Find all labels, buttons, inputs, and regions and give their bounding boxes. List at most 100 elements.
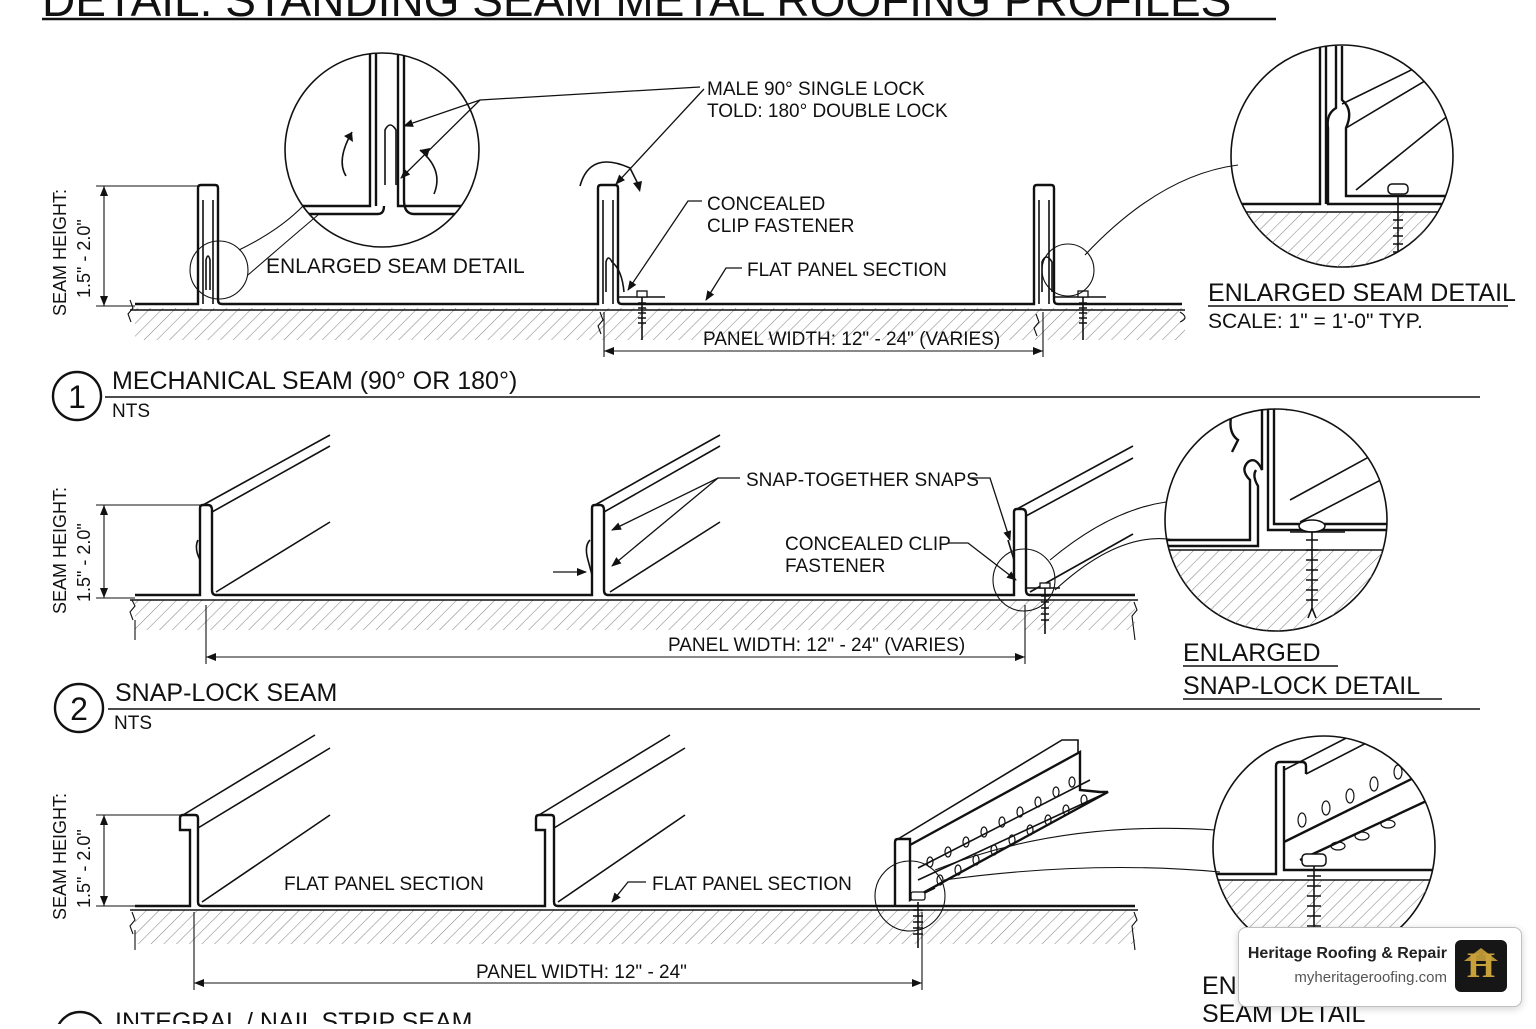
panel-width-dimension: [193, 912, 923, 990]
detail-title-1: EN: [1202, 972, 1237, 1000]
panel-width-dimension: [205, 605, 1026, 664]
brand-logo-letter: H: [1466, 945, 1495, 985]
enlarged-seam-label: ENLARGED SEAM DETAIL: [266, 255, 525, 278]
detail-title-1: ENLARGED: [1183, 639, 1321, 667]
lock-leader: [400, 99, 481, 179]
callout-clip-2: CLIP FASTENER: [707, 216, 854, 237]
break-mark: [1033, 313, 1040, 337]
brand-name: Heritage Roofing & Repair: [1247, 945, 1447, 962]
panel-extrusion: [1016, 445, 1134, 593]
detail-leader: [1084, 164, 1239, 256]
seam-height-dimension: [96, 504, 200, 599]
break-mark: [1131, 601, 1138, 641]
enlarged-detail-contents: [1231, 45, 1453, 267]
rotation-arrow: [344, 132, 353, 142]
snaps-leader: [611, 477, 719, 567]
substrate-hatch: [135, 308, 1185, 340]
callout-flat: FLAT PANEL SECTION: [747, 260, 947, 281]
section-number-circle: [53, 682, 105, 734]
flat-leader: [611, 881, 646, 903]
dim-arrow: [100, 815, 108, 906]
break-mark: [1179, 311, 1186, 323]
lock-leader: [403, 86, 701, 127]
section-number: 2: [70, 691, 88, 727]
screw-head: [910, 891, 926, 901]
section-number: 1: [68, 379, 86, 415]
detail-leader: [934, 827, 1221, 881]
callout-clip-1: CONCEALED: [707, 194, 825, 215]
section-scale: NTS: [112, 401, 150, 422]
enlarged-detail-contents: [1165, 409, 1387, 631]
break-mark: [597, 311, 604, 335]
panel-profile: [135, 503, 1135, 597]
nail-strip-flange: [917, 779, 1109, 881]
seam-highlight-circle: [992, 548, 1056, 612]
seam-inner-fold: [202, 200, 214, 304]
seam-highlight-circle: [1041, 243, 1095, 297]
rotation-arrow: [633, 181, 642, 192]
callout-flat-2: FLAT PANEL SECTION: [652, 874, 852, 895]
panel-extrusion: [182, 734, 331, 903]
strip-screw: [913, 902, 923, 948]
section-2-snap-lock-seam: SEAM HEIGHT: 1.5" - 2.0" SNAP-TOGETHER S…: [50, 408, 1480, 734]
nail-strip: [893, 749, 1109, 906]
detail-leader: [1049, 501, 1176, 591]
seam-height-value: 1.5" - 2.0": [74, 523, 94, 602]
substrate-hatch: [135, 910, 1135, 944]
rotation-arc: [579, 161, 641, 189]
callout-clip-1: CONCEALED CLIP: [785, 534, 951, 555]
snaps-leader: [611, 477, 740, 531]
panel-profile: [135, 813, 1135, 908]
roof-shape-icon: [1464, 948, 1498, 961]
detail-scale: SCALE: 1" = 1'-0" TYP.: [1208, 310, 1423, 333]
brand-url[interactable]: myheritageroofing.com: [1294, 969, 1447, 986]
seam-height-value: 1.5" - 2.0": [74, 829, 94, 908]
break-mark: [127, 299, 134, 323]
snaps-leader: [970, 477, 1012, 541]
clip-leader: [627, 200, 702, 291]
callout-snaps: SNAP-TOGETHER SNAPS: [746, 470, 979, 491]
section-scale: NTS: [114, 713, 152, 734]
panel-extrusion: [594, 434, 721, 593]
seam-height-label: SEAM HEIGHT:: [50, 487, 70, 614]
snap-detail: [195, 539, 1015, 576]
enlarged-seam-circle: [284, 52, 480, 248]
panel-extrusion: [538, 734, 686, 903]
callout-flat-1: FLAT PANEL SECTION: [284, 874, 484, 895]
lock-leader: [615, 88, 705, 185]
enlarged-seam-contents: [285, 54, 479, 216]
screw-head: [636, 290, 648, 298]
screw-head: [1039, 582, 1051, 589]
dim-arrow: [100, 505, 108, 598]
brand-badge[interactable]: Heritage Roofing & Repair myheritageroof…: [1238, 927, 1522, 1007]
section-1-mechanical-seam: SEAM HEIGHT: 1.5" - 2.0" ENLARGED SEAM D…: [50, 44, 1516, 422]
detail-title-2: SNAP-LOCK DETAIL: [1183, 672, 1420, 700]
seam-height-label: SEAM HEIGHT:: [50, 793, 70, 920]
detail-title: ENLARGED SEAM DETAIL: [1208, 279, 1516, 307]
panel-width-label: PANEL WIDTH: 12" - 24" (VARIES): [668, 635, 965, 656]
clip-leader: [948, 542, 1017, 581]
break-mark: [129, 599, 136, 621]
panel-profile: [135, 183, 1182, 306]
rotation-arrow: [420, 148, 430, 158]
section-name: MECHANICAL SEAM (90° OR 180°): [112, 367, 517, 395]
callout-lock-1: MALE 90° SINGLE LOCK: [707, 79, 925, 100]
sheet-title: DETAIL: STANDING SEAM METAL ROOFING PROF…: [42, 0, 1231, 26]
seam-height-dimension: [96, 185, 198, 307]
section-number-circle: [55, 1010, 105, 1029]
panel-width-label: PANEL WIDTH: 12" - 24" (VARIES): [703, 329, 1000, 350]
brand-logo-icon: H: [1455, 940, 1507, 992]
seam-height-dimension: [96, 814, 180, 907]
callout-clip-2: FASTENER: [785, 556, 885, 577]
flat-leader: [705, 267, 742, 301]
section-name: INTEGRAL / NAIL STRIP SEAM: [115, 1008, 473, 1024]
seam-highlight-circle: [189, 240, 249, 300]
section-number-circle: [51, 370, 103, 422]
seam-height-label: SEAM HEIGHT:: [50, 189, 70, 316]
seam-highlight-circle: [874, 860, 946, 932]
section-name: SNAP-LOCK SEAM: [115, 679, 337, 707]
seam-height-value: 1.5" - 2.0": [74, 219, 94, 298]
seam-inner-fold: [602, 200, 625, 304]
